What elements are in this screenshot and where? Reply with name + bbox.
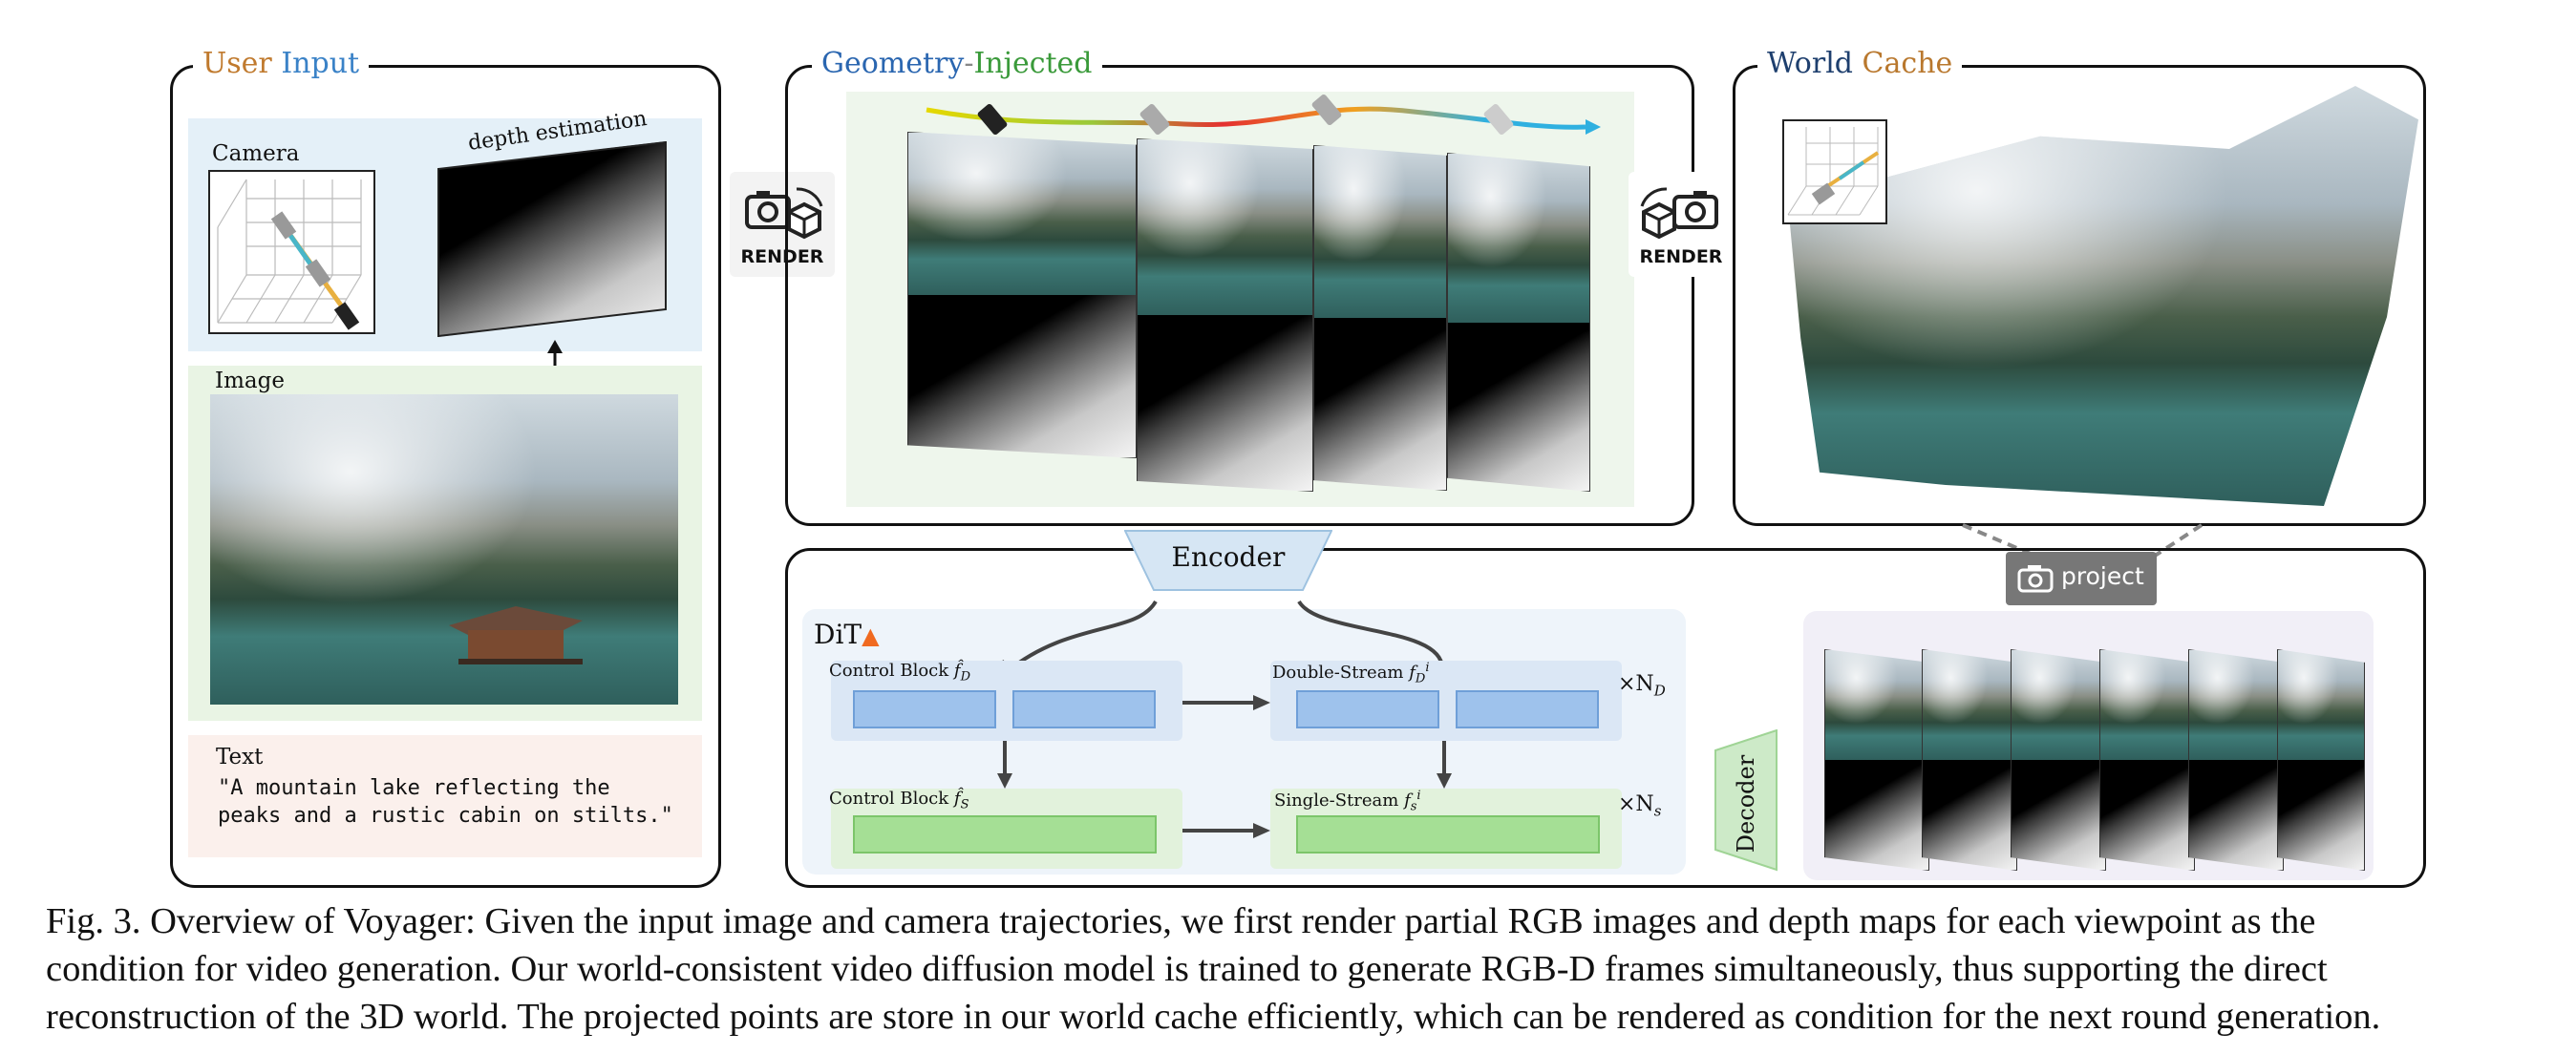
decoder-shape bbox=[1714, 729, 1778, 872]
control-block-d-label: Control Block f̂D bbox=[829, 661, 970, 685]
world-cache-title: World Cache bbox=[1757, 47, 1963, 80]
geometry-frame-4 bbox=[1447, 153, 1590, 492]
single-stream-bar bbox=[1296, 815, 1600, 854]
geometry-title-sep: - bbox=[964, 47, 974, 80]
render-left-label: RENDER bbox=[740, 246, 824, 267]
text-prompt-line2: peaks and a rustic cabin on stilts." bbox=[218, 804, 673, 828]
single-stream-sub: s bbox=[1410, 799, 1417, 814]
geometry-injected-title: Geometry-Injected bbox=[812, 48, 1102, 80]
arrow-control-d-to-s bbox=[997, 741, 1012, 789]
geometry-title-word2: Injected bbox=[973, 47, 1093, 80]
fire-icon: ▲ bbox=[862, 622, 880, 649]
input-image-cabin bbox=[449, 606, 583, 664]
times-ns-text: ×N bbox=[1618, 792, 1654, 816]
project-badge: project bbox=[2006, 552, 2157, 605]
world-cache-panel bbox=[1733, 65, 2426, 526]
camera-cube-icon bbox=[745, 187, 823, 240]
world-cache-title-word1: World bbox=[1767, 47, 1853, 80]
world-cache-camera-grid bbox=[1782, 119, 1887, 224]
dit-label-text: DiT bbox=[814, 619, 862, 650]
control-block-s-bar bbox=[853, 815, 1157, 854]
decoder-label: Decoder bbox=[1733, 754, 1759, 854]
control-block-s-label: Control Block f̂S bbox=[829, 789, 969, 812]
times-nd-sub: D bbox=[1653, 682, 1666, 700]
camera-trajectory-curve bbox=[926, 94, 1601, 136]
times-ns-sub: s bbox=[1653, 802, 1662, 820]
double-stream-label: Double-Stream fDi bbox=[1272, 661, 1430, 686]
geometry-frame-1 bbox=[907, 132, 1137, 458]
camera-icon bbox=[2017, 565, 2054, 593]
caption-line-1: Fig. 3. Overview of Voyager: Given the i… bbox=[46, 901, 2316, 941]
input-image bbox=[210, 394, 678, 705]
user-input-title-word1: User bbox=[202, 47, 272, 80]
control-block-s-symbol: f̂ bbox=[953, 789, 961, 809]
geometry-frame-3 bbox=[1313, 145, 1447, 491]
geometry-title-word1: Geometry bbox=[821, 47, 965, 80]
caption-line-3: reconstruction of the 3D world. The proj… bbox=[46, 997, 2381, 1037]
output-frame-1 bbox=[1824, 649, 1929, 871]
double-stream-symbol: f bbox=[1409, 663, 1416, 683]
dit-label: DiT▲ bbox=[814, 619, 880, 650]
times-nd: ×ND bbox=[1618, 672, 1666, 699]
single-stream-symbol: f bbox=[1404, 790, 1411, 811]
arrow-double-to-single bbox=[1437, 741, 1452, 789]
figure-caption: Fig. 3. Overview of Voyager: Given the i… bbox=[46, 897, 2539, 1041]
times-ns: ×Ns bbox=[1618, 792, 1661, 819]
double-stream-bar-2 bbox=[1456, 690, 1599, 728]
single-stream-sup: i bbox=[1416, 789, 1421, 803]
text-label: Text bbox=[216, 745, 264, 769]
arrow-control-to-single bbox=[1182, 823, 1270, 838]
control-block-s-sub: S bbox=[960, 797, 969, 812]
arrow-control-to-double bbox=[1182, 695, 1270, 710]
camera-label: Camera bbox=[212, 141, 300, 166]
caption-line-2: condition for video generation. Our worl… bbox=[46, 949, 2328, 989]
output-frame-4 bbox=[2099, 649, 2195, 871]
geometry-frame-2 bbox=[1137, 138, 1313, 492]
output-frame-2 bbox=[1922, 649, 2017, 871]
camera-cube-icon bbox=[1640, 187, 1718, 240]
encoder-shape bbox=[1124, 530, 1332, 591]
control-block-s-text: Control Block bbox=[829, 789, 949, 809]
single-stream-label: Single-Stream fsi bbox=[1274, 789, 1421, 814]
text-section bbox=[188, 735, 702, 857]
user-input-panel bbox=[170, 65, 721, 888]
world-cache-title-word2: Cache bbox=[1862, 47, 1953, 80]
camera-trajectory-grid bbox=[208, 170, 375, 334]
render-right-label: RENDER bbox=[1639, 246, 1723, 267]
double-stream-sub: D bbox=[1415, 671, 1426, 686]
depth-frame-outline bbox=[437, 141, 667, 337]
generation-panel bbox=[785, 548, 2426, 888]
output-frame-6 bbox=[2277, 649, 2365, 871]
user-input-title-word2: Input bbox=[281, 47, 360, 80]
double-stream-text: Double-Stream bbox=[1272, 663, 1404, 683]
control-block-d-sub: D bbox=[960, 669, 971, 685]
output-frame-3 bbox=[2011, 649, 2106, 871]
control-block-d-text: Control Block bbox=[829, 661, 949, 681]
control-block-d-symbol: f̂ bbox=[953, 661, 961, 681]
single-stream-text: Single-Stream bbox=[1274, 790, 1399, 811]
control-block-d-bar-1 bbox=[853, 690, 996, 728]
depth-estimation-image bbox=[437, 141, 667, 337]
geometry-injected-panel bbox=[785, 65, 1694, 526]
double-stream-sup: i bbox=[1425, 661, 1430, 675]
text-prompt-line1: "A mountain lake reflecting the bbox=[218, 776, 610, 800]
user-input-title: User Input bbox=[193, 47, 370, 80]
project-label: project bbox=[2061, 562, 2144, 590]
times-nd-text: ×N bbox=[1618, 672, 1654, 696]
output-frame-5 bbox=[2188, 649, 2284, 871]
encoder-label: Encoder bbox=[1171, 541, 1286, 573]
double-stream-bar-1 bbox=[1296, 690, 1439, 728]
control-block-d-bar-2 bbox=[1012, 690, 1156, 728]
render-left-badge: RENDER bbox=[730, 172, 835, 277]
image-label: Image bbox=[215, 369, 285, 393]
render-right-badge: RENDER bbox=[1629, 172, 1734, 277]
